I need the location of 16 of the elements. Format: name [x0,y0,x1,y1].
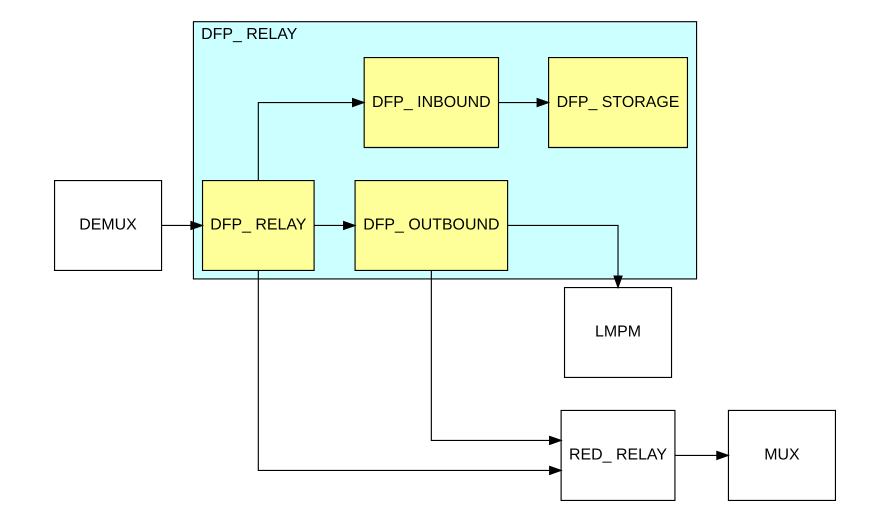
arrow [314,220,356,230]
node-box: DFP_ RELAY [201,180,314,272]
arrow [161,220,204,230]
node-box: MUX [727,410,836,501]
arrow [257,270,562,476]
node-box: DFP_ INBOUND [363,57,499,148]
arrow [498,98,550,108]
arrow [507,224,622,290]
node-box: LMPM [563,286,672,378]
arrow [430,270,562,446]
node-box: DFP_ OUTBOUND [354,180,508,272]
arrow [257,98,366,180]
node-box: RED_ RELAY [560,410,676,501]
arrow [674,450,730,460]
node-box: DEMUX [53,180,162,272]
node-box: DFP_ STORAGE [548,57,688,148]
